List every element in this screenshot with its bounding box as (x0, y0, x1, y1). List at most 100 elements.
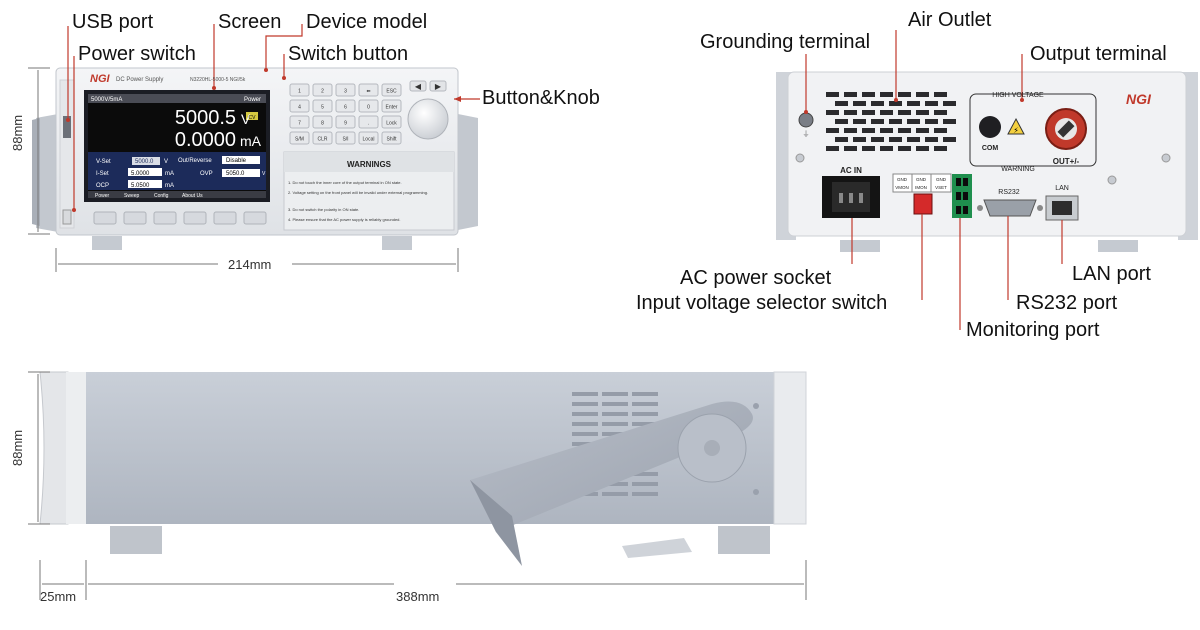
grounding-terminal-graphic (798, 112, 814, 128)
vent-slot (907, 101, 920, 106)
screen-ovp-label: OVP (200, 171, 213, 177)
svg-text:⚡: ⚡ (1013, 126, 1019, 135)
rear-lan: LAN (1055, 185, 1069, 192)
side-dimension-lines (28, 371, 807, 600)
vent-slot (853, 101, 866, 106)
softkey-label-2: Sweep (124, 193, 140, 199)
vent-slot (889, 119, 902, 124)
side-vent-slot (632, 402, 658, 406)
rear-ac-in: AC IN (840, 166, 862, 175)
screen-ocp-unit: mA (165, 183, 174, 189)
label-screen: Screen (218, 11, 282, 33)
label-grounding-terminal: Grounding terminal (700, 31, 871, 53)
vent-slot (853, 137, 866, 142)
rear-brand: NGI (1126, 91, 1152, 107)
softkey-buttons (93, 211, 267, 225)
vent-slot (943, 101, 956, 106)
side-vent-slot (602, 432, 628, 436)
screen-current-unit: mA (240, 133, 262, 149)
vent-slot (916, 128, 929, 133)
softkey-label-1: Power (95, 193, 110, 199)
keypad-key: Lock (381, 115, 402, 129)
screen-ovp-value: 5050.0 (226, 171, 245, 177)
warning-line-2: 2. Voltage setting on the front panel wi… (288, 190, 428, 195)
keypad-key: S/M (289, 131, 310, 145)
dim-front-height: 88mm (10, 114, 25, 151)
screen-ocp-value: 5.0500 (131, 183, 150, 189)
label-input-voltage-selector: Input voltage selector switch (636, 292, 888, 314)
svg-text:0: 0 (367, 105, 370, 111)
keypad-key: 5 (312, 99, 333, 113)
side-vent-slot (632, 422, 658, 426)
screen-out-reverse-value: Disable (226, 158, 247, 164)
monitor-cell-2: GND (916, 177, 927, 182)
screen-out-reverse-label: Out/Reverse (178, 158, 212, 164)
vent-slot (844, 110, 857, 115)
svg-text:Shift: Shift (386, 137, 397, 143)
keypad-key: 0 (358, 99, 379, 113)
svg-text:4: 4 (298, 105, 301, 111)
label-power-switch: Power switch (78, 43, 196, 65)
screen-current: 0.0000 (175, 129, 236, 151)
label-lan-port: LAN port (1072, 263, 1151, 285)
vent-slot (880, 92, 893, 97)
vent-slot (853, 119, 866, 124)
side-vent-slot (632, 392, 658, 396)
keypad-key: Local (358, 131, 379, 145)
vent-slot (835, 101, 848, 106)
vent-slot (898, 92, 911, 97)
svg-text:2: 2 (321, 89, 324, 95)
side-vent-slot (632, 492, 658, 496)
label-ac-power-socket: AC power socket (680, 267, 832, 289)
side-vent-slot (602, 422, 628, 426)
rear-warning: WARNING (1001, 166, 1035, 173)
monitoring-connector (952, 174, 972, 218)
side-vent-slot (602, 402, 628, 406)
vent-slot (943, 119, 956, 124)
svg-text:6: 6 (344, 105, 347, 111)
vent-slot (835, 119, 848, 124)
vent-slot (898, 110, 911, 115)
screen-vset-value: 5000.0 (135, 159, 154, 165)
label-button-knob: Button&Knob (482, 87, 600, 109)
screen-iset-unit: mA (165, 171, 174, 177)
usb-port-graphic (63, 116, 71, 138)
side-vent-slot (572, 422, 598, 426)
side-vent-slot (572, 402, 598, 406)
keypad-key: CLR (312, 131, 333, 145)
label-monitoring-port: Monitoring port (966, 319, 1100, 341)
side-vent-slot (572, 432, 598, 436)
vent-slot (889, 137, 902, 142)
keypad-key: 3 (335, 83, 356, 97)
vent-slot (916, 92, 929, 97)
label-rs232-port: RS232 port (1016, 292, 1118, 314)
keypad-key: 8 (312, 115, 333, 129)
softkey-label-3: Config (154, 193, 169, 199)
vent-slot (880, 110, 893, 115)
monitor-cell-3: GND (936, 177, 947, 182)
screen-range: 5000V/5mA (91, 97, 122, 103)
label-usb-port: USB port (72, 11, 154, 33)
side-vent-slot (632, 412, 658, 416)
side-vent-slot (632, 482, 658, 486)
side-vent-slot (632, 472, 658, 476)
label-air-outlet: Air Outlet (908, 9, 992, 31)
vent-slot (934, 92, 947, 97)
keypad-key: 1 (289, 83, 310, 97)
side-vent-slot (572, 392, 598, 396)
com-terminal (979, 116, 1001, 138)
vent-slot (907, 119, 920, 124)
dim-side-height: 88mm (10, 429, 25, 466)
keypad-key: 2 (312, 83, 333, 97)
screen-iset-value: 5.0000 (131, 171, 150, 177)
air-outlet-vents (826, 92, 956, 151)
front-dimension-lines (28, 67, 459, 272)
vent-slot (862, 128, 875, 133)
vent-slot (916, 110, 929, 115)
label-device-model: Device model (306, 11, 428, 33)
vent-slot (934, 128, 947, 133)
side-vent-slot (602, 412, 628, 416)
vent-slot (898, 128, 911, 133)
keypad-key: 4 (289, 99, 310, 113)
vent-slot (862, 110, 875, 115)
